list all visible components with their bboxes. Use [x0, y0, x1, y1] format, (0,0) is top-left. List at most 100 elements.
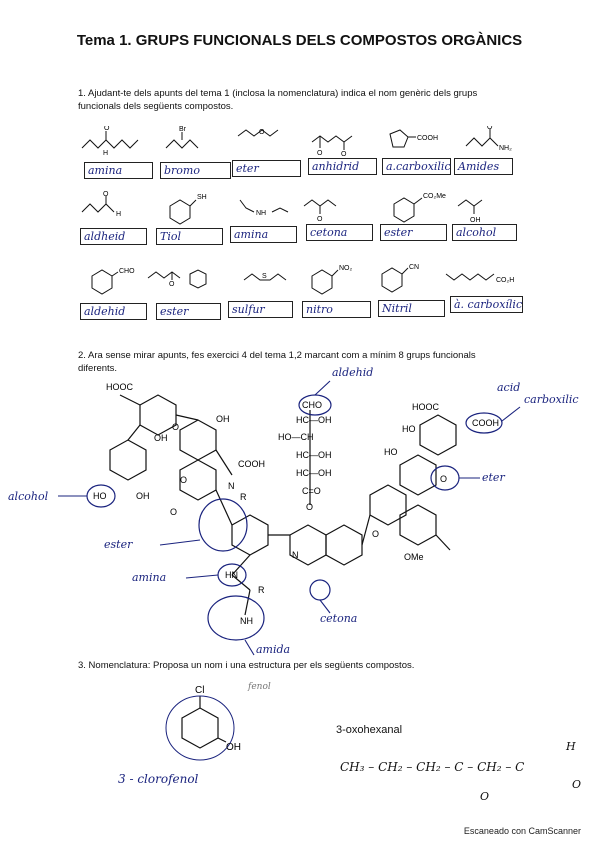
label-o-ald: O — [103, 191, 109, 198]
answer-3-2[interactable]: ester — [156, 303, 221, 320]
label-s: S — [262, 273, 267, 280]
q1-row2-molecules: O H SH NH O CO₂Me OH — [81, 191, 483, 225]
label-cooh: COOH — [417, 135, 438, 142]
s-ho3: HO — [384, 447, 398, 457]
answer-3-6[interactable]: à. carboxílic — [450, 296, 523, 313]
question-3-text: 3. Nomenclatura: Proposa un nom i una es… — [78, 660, 415, 671]
q3-note-fenol: fenol — [248, 682, 271, 692]
label-o-amide: O — [487, 126, 493, 131]
answer-1-2[interactable]: bromo — [160, 162, 231, 179]
label-h: H — [103, 150, 108, 156]
q3-formula-h: H — [566, 740, 576, 753]
label-o-anh1: O — [317, 150, 323, 156]
q3-formula-o2: O — [572, 778, 582, 791]
question-1-text: 1. Ajudant-te dels apunts del tema 1 (in… — [78, 87, 477, 113]
question-2-text: 2. Ara sense mirar apunts, fes exercici … — [78, 349, 476, 375]
answer-1-5[interactable]: a.carboxilic — [382, 158, 451, 175]
q1-row3-molecules: CHO O S NO₂ CN CO₂H — [91, 264, 514, 295]
s-hc-oh2: HC—OH — [296, 450, 332, 460]
annot-eter: eter — [482, 471, 505, 484]
label-o: O — [104, 126, 110, 132]
answer-1-1[interactable]: amina — [84, 162, 153, 179]
label-br: Br — [179, 126, 187, 133]
label-o-ester: O — [169, 281, 175, 288]
s-o-e: O — [440, 474, 447, 484]
answer-2-2[interactable]: Tiol — [156, 228, 223, 245]
q3-formula-o1: O — [480, 790, 490, 803]
annot-acid: acid — [497, 381, 521, 394]
question-2-line1: 2. Ara sense mirar apunts, fes exercici … — [78, 350, 476, 361]
footer-scanner-text: Escaneado con CamScanner — [463, 826, 581, 836]
s-oh1: OH — [216, 414, 230, 424]
s-ho: HO — [93, 491, 107, 501]
answer-2-5[interactable]: ester — [380, 224, 447, 241]
q3-answer-name: 3 - clorofenol — [118, 772, 199, 786]
s-hc-oh1: HC—OH — [296, 415, 332, 425]
q2-structure: HOOC OH OH HO OH COOH N R O O O HN R NH … — [58, 380, 521, 656]
s-n: N — [228, 481, 235, 491]
answer-3-1[interactable]: aldehid — [80, 303, 147, 320]
s-ho2: HO — [402, 424, 416, 434]
label-oh: OH — [470, 217, 481, 224]
s-hooc-left: HOOC — [106, 382, 134, 392]
q3-formula: CH₃ – CH₂ – CH₂ – C – CH₂ – C — [340, 760, 525, 774]
s-n2: N — [292, 550, 299, 560]
answer-1-4[interactable]: anhidrid — [308, 158, 377, 175]
question-1-line1: 1. Ajudant-te dels apunts del tema 1 (in… — [78, 88, 478, 99]
answer-2-3[interactable]: amina — [230, 226, 297, 243]
s-ho-ch: HO—CH — [278, 432, 314, 442]
answer-1-6[interactable]: Amides — [454, 158, 513, 175]
label-co2h: CO₂H — [496, 277, 514, 284]
label-nh: NH — [256, 210, 266, 217]
s-ome: OMe — [404, 552, 424, 562]
q3-chlorophenol-structure: Cl OH — [165, 685, 241, 761]
annot-cetona: cetona — [320, 612, 358, 625]
label-co2me: CO₂Me — [423, 193, 446, 200]
s-hooc-right: HOOC — [412, 402, 440, 412]
s-nh: NH — [240, 616, 253, 626]
answer-3-5[interactable]: Nitril — [378, 300, 445, 317]
label-no2: NO₂ — [339, 265, 353, 272]
answer-2-4[interactable]: cetona — [306, 224, 373, 241]
q3-cl: Cl — [195, 685, 204, 696]
s-o-d: O — [306, 502, 313, 512]
annot-aldehid: aldehid — [332, 366, 374, 379]
answer-3-4[interactable]: nitro — [302, 301, 371, 318]
q3-compound-2: 3-oxohexanal — [336, 724, 403, 736]
page-title: Tema 1. GRUPS FUNCIONALS DELS COMPOSTOS … — [76, 32, 523, 49]
annot-alcohol: alcohol — [8, 490, 49, 503]
label-cho: CHO — [119, 268, 135, 275]
s-cooh2: COOH — [472, 418, 499, 428]
annot-ester: ester — [104, 538, 133, 551]
label-sh: SH — [197, 194, 207, 201]
answer-2-1[interactable]: aldheid — [80, 228, 147, 245]
s-c-eq-o: C=O — [302, 486, 321, 496]
annot-amida: amida — [256, 643, 291, 656]
answer-3-3[interactable]: sulfur — [228, 301, 293, 318]
answer-2-6[interactable]: alcohol — [452, 224, 517, 241]
s-o-a: O — [172, 422, 179, 432]
q3-oh: OH — [226, 742, 241, 753]
s-o-f: O — [372, 529, 379, 539]
s-o-b: O — [180, 475, 187, 485]
label-o-ket: O — [317, 216, 323, 223]
s-oh2: OH — [154, 433, 168, 443]
label-o-anh2: O — [341, 151, 347, 156]
answer-1-3[interactable]: eter — [232, 160, 301, 177]
s-oh3: OH — [136, 491, 150, 501]
s-hn: HN — [225, 570, 238, 580]
annot-carboxilic: carboxilic — [524, 393, 579, 406]
s-r1: R — [240, 492, 247, 502]
s-cooh: COOH — [238, 459, 265, 469]
s-cho: CHO — [302, 400, 322, 410]
label-h-ald: H — [116, 211, 121, 218]
label-cn: CN — [409, 264, 419, 271]
label-o-eter: O — [259, 129, 265, 136]
label-nh2: NH₂ — [499, 145, 512, 152]
q1-row1-molecules: O H Br O O O COOH O NH₂ — [81, 126, 512, 156]
s-r2: R — [258, 585, 265, 595]
s-hc-oh3: HC—OH — [296, 468, 332, 478]
question-1-line2: funcionals dels següents compostos. — [78, 101, 234, 112]
annot-amina: amina — [132, 571, 167, 584]
question-2-line2: diferents. — [78, 363, 118, 374]
